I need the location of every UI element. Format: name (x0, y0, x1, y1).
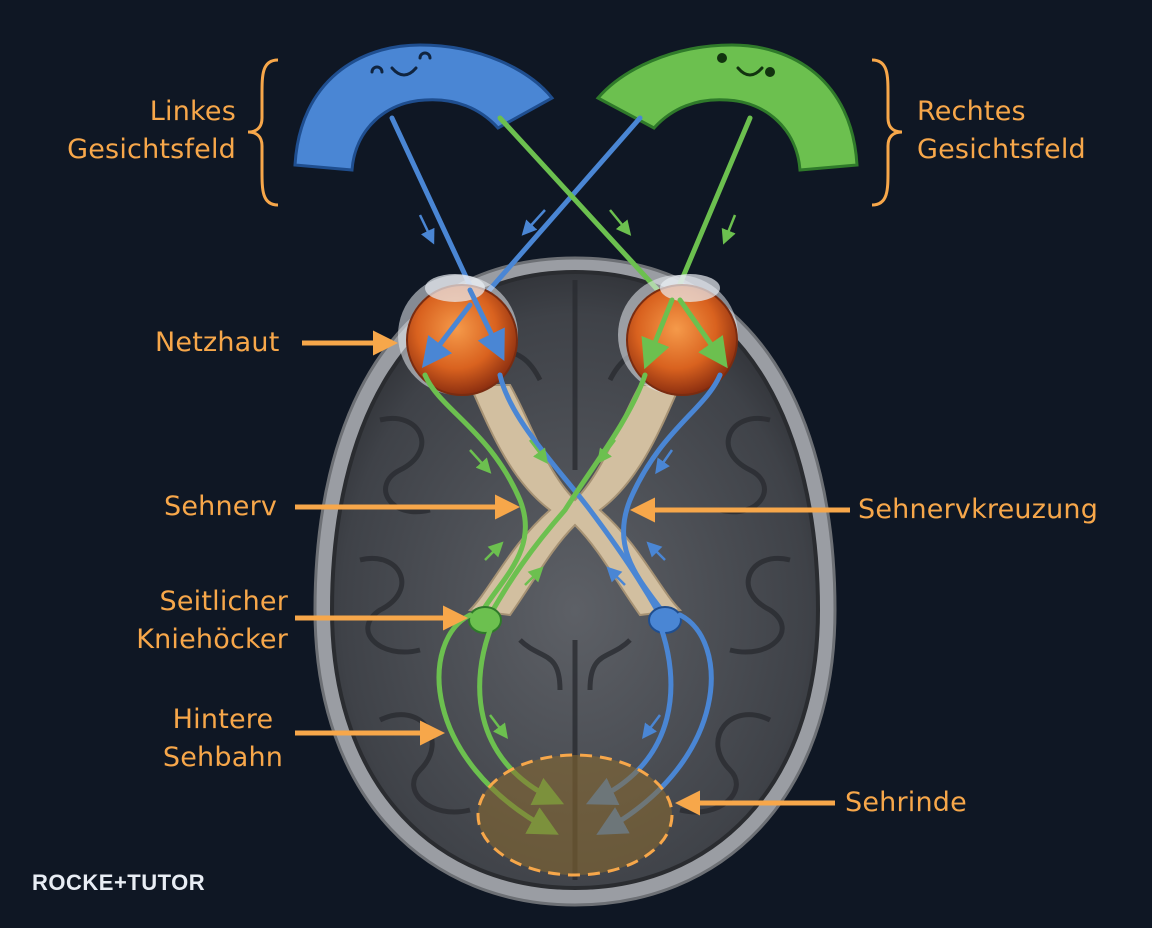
left-field-line-2: Gesichtsfeld (67, 134, 236, 165)
smiley-face-icon (717, 53, 775, 77)
right-visual-field (595, 43, 859, 172)
right-field-line-2: Gesichtsfeld (917, 134, 1086, 165)
radiation-line-1: Hintere (172, 704, 274, 735)
smiley-face-icon (370, 51, 432, 77)
optic-radiation-label: Hintere Sehbahn (158, 701, 288, 777)
retina-label: Netzhaut (155, 327, 280, 358)
lgn-line-1: Seitlicher (159, 586, 288, 617)
right-visual-field-label: Rechtes Gesichtsfeld (917, 93, 1086, 169)
right-field-brace (871, 58, 903, 207)
right-field-line-1: Rechtes (917, 96, 1026, 127)
left-field-brace (247, 58, 279, 207)
flow-arrows (418, 209, 737, 739)
optic-nerve-label: Sehnerv (164, 491, 278, 522)
radiation-line-2: Sehbahn (162, 742, 284, 773)
label-pointers (295, 330, 850, 816)
left-field-line-1: Linkes (149, 96, 236, 127)
lateral-geniculate-label: Seitlicher Kniehöcker (108, 583, 288, 659)
visual-cortex-label: Sehrinde (845, 787, 967, 818)
optic-chiasm-label: Sehnervkreuzung (858, 494, 1099, 525)
rocketutor-logo: ROCKE+TUTOR (32, 870, 206, 895)
left-visual-field-label: Linkes Gesichtsfeld (67, 93, 236, 169)
visual-cortex-region (476, 753, 674, 877)
lateral-geniculate-nuclei (468, 606, 682, 634)
left-visual-field (293, 43, 555, 172)
lgn-line-2: Kniehöcker (136, 624, 288, 655)
